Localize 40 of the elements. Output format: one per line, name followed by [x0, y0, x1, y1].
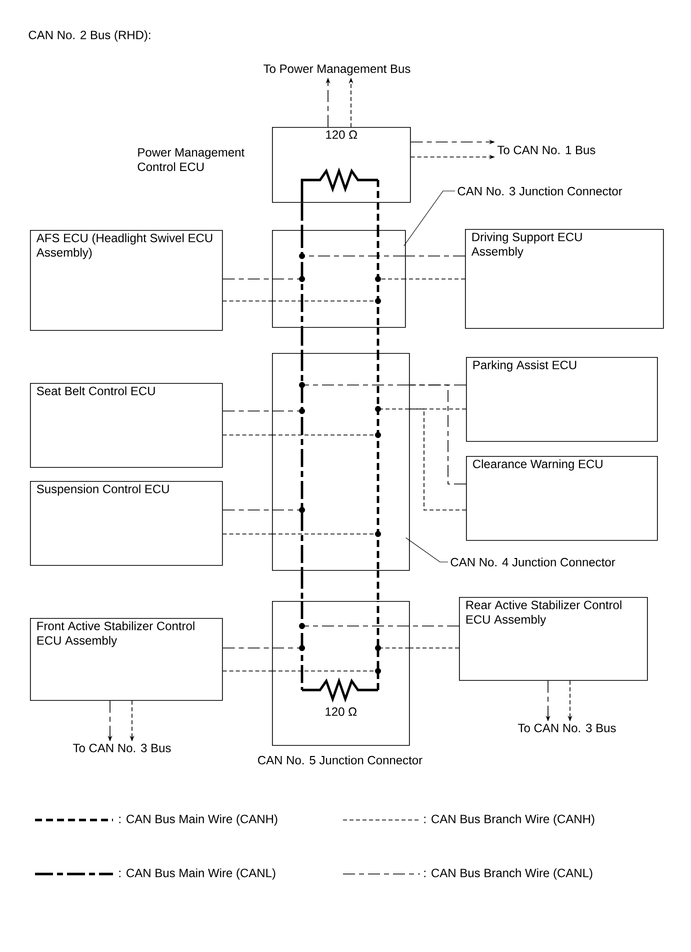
junction-connector-box: 120 Ω — [272, 601, 410, 746]
branch-wire — [222, 300, 272, 302]
bus-wire — [376, 202, 380, 230]
box-caption: CAN No. 5 Junction Connector — [258, 756, 422, 764]
bus-wire — [300, 202, 304, 230]
legend-text: : CAN Bus Branch Wire (CANL) — [424, 868, 592, 880]
branch-wire — [409, 384, 466, 484]
legend-text: : CAN Bus Main Wire (CANL) — [119, 868, 276, 880]
ecu-box: Seat Belt Control ECU — [30, 383, 223, 468]
legend-text: : CAN Bus Branch Wire (CANH) — [424, 814, 594, 826]
bus-wire — [376, 328, 380, 353]
branch-wire — [405, 278, 466, 280]
ecu-box: Suspension Control ECU — [30, 481, 223, 566]
destination-label: To CAN No. 1 Bus — [497, 146, 596, 154]
callout-label: CAN No. 3 Junction Connector — [458, 186, 622, 196]
leader-line — [404, 190, 456, 246]
ecu-box: Front Active Stabilizer Control ECU Assembly — [30, 618, 223, 701]
ecu-box: Driving Support ECU Assembly — [465, 229, 664, 329]
bus-wire — [376, 570, 380, 601]
bus-wire — [300, 328, 304, 353]
destination-label: To CAN No. 3 Bus — [518, 724, 616, 732]
junction-connector-box — [272, 230, 406, 328]
ecu-box: Clearance Warning ECU — [466, 456, 658, 541]
legend-text: : CAN Bus Main Wire (CANH) — [119, 814, 278, 826]
bus-wire — [300, 570, 304, 601]
box-caption: Power Management Control ECU — [138, 148, 244, 172]
branch-wire — [222, 434, 272, 436]
callout-label: CAN No. 4 Junction Connector — [450, 558, 616, 566]
branch-wire — [409, 408, 466, 510]
ecu-box: 120 Ω — [272, 127, 411, 203]
ecu-box: Rear Active Stabilizer Control ECU Assembly — [459, 597, 648, 681]
branch-wire — [409, 408, 466, 410]
branch-wire — [222, 670, 272, 672]
title: CAN No. 2 Bus (RHD): — [28, 30, 150, 42]
junction-connector-box — [272, 353, 410, 571]
leader-line — [406, 538, 448, 562]
ecu-box: Parking Assist ECU — [466, 357, 658, 442]
destination-label: To Power Management Bus — [264, 64, 410, 76]
ecu-box: AFS ECU (Headlight Swivel ECU Assembly) — [30, 230, 223, 331]
destination-label: To CAN No. 3 Bus — [73, 744, 171, 752]
